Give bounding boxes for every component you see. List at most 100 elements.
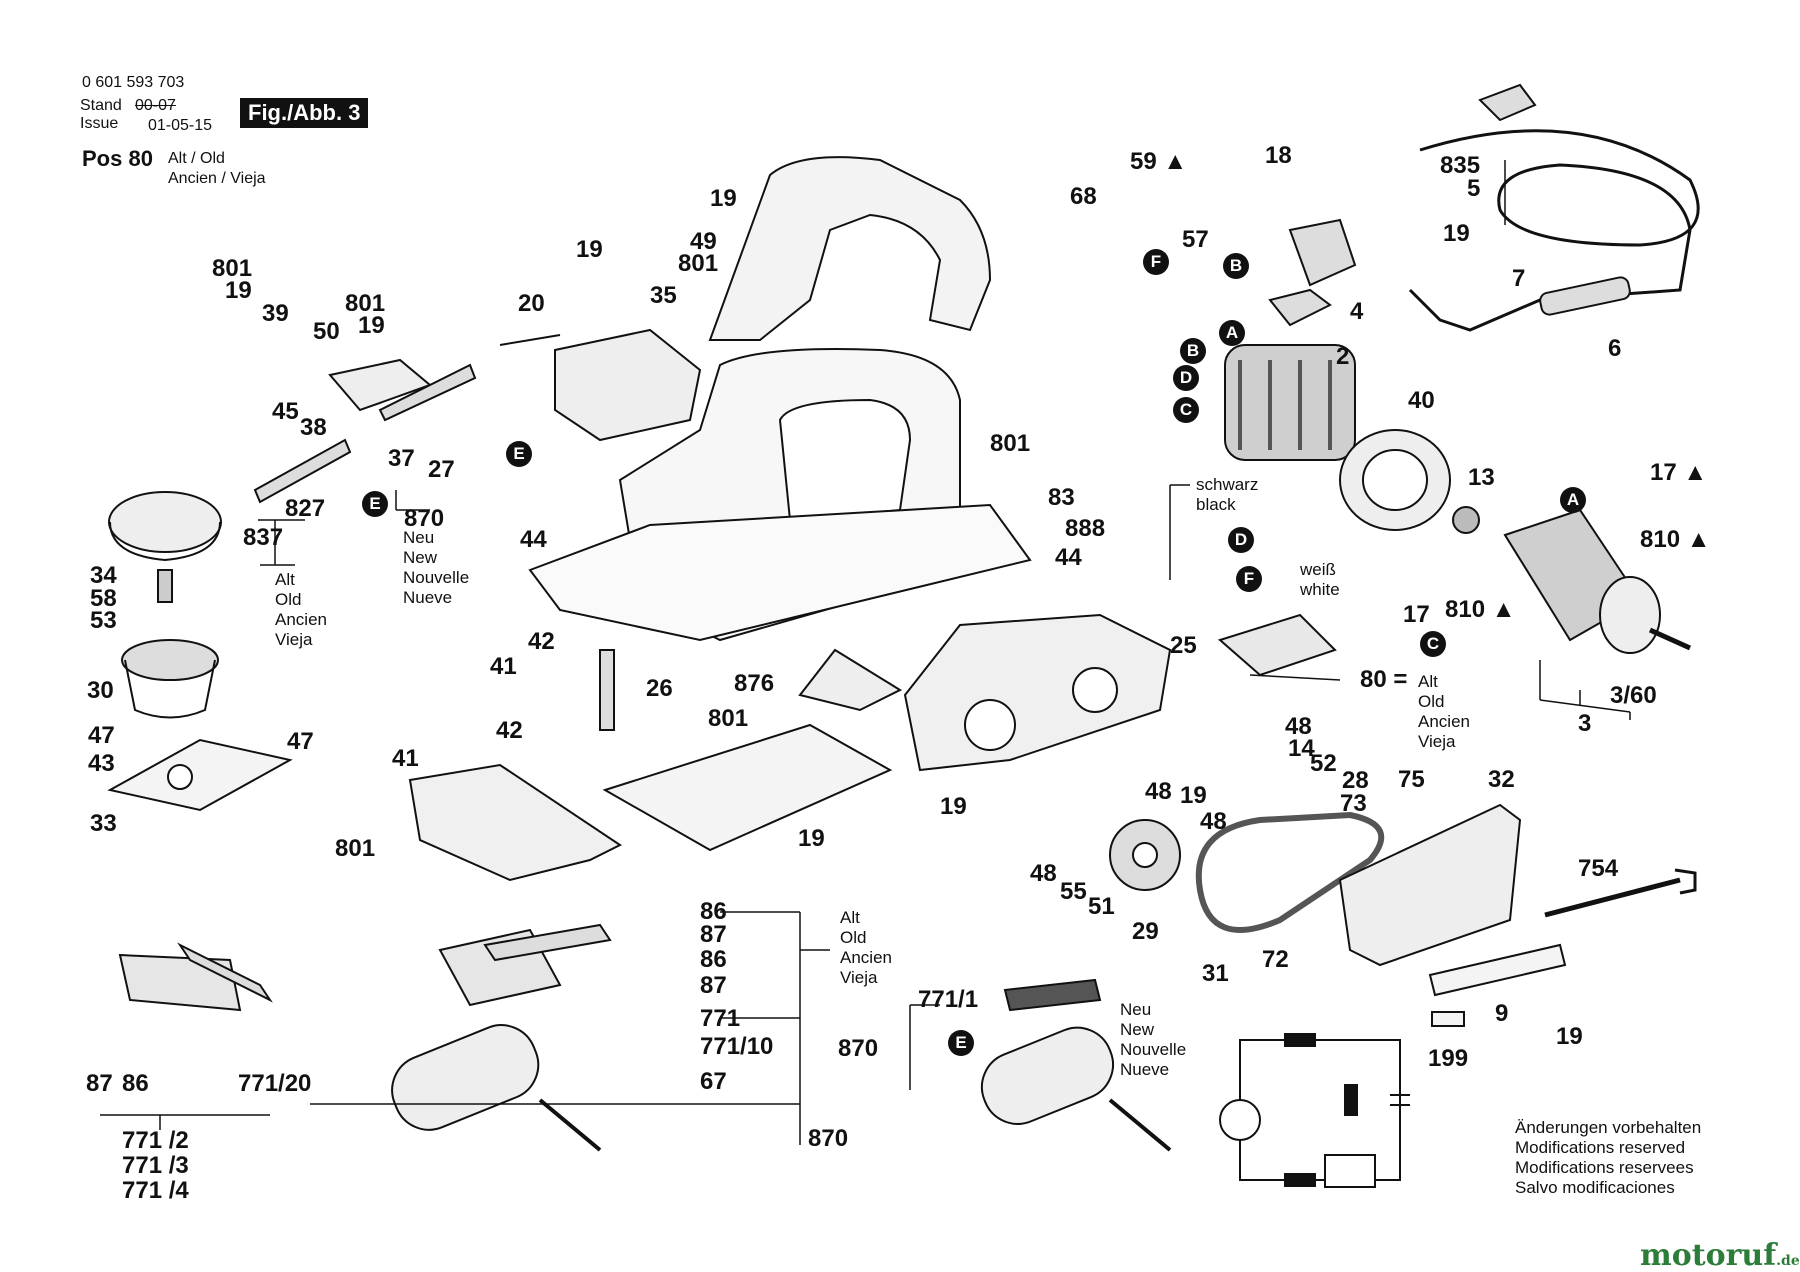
- callout-20: 20: [518, 290, 545, 317]
- sole-plate-801: [602, 723, 893, 852]
- strain-relief-6: [1539, 276, 1631, 316]
- callout-3-60: 3/60: [1610, 682, 1657, 709]
- pos-note-2: Ancien / Vieja: [168, 170, 266, 187]
- callout-771-3: 771 /3: [122, 1152, 189, 1179]
- issue-date: 01-05-15: [148, 117, 213, 134]
- blade-771-10: [483, 923, 612, 962]
- callout-39: 39: [262, 300, 289, 327]
- belt-31: [1195, 811, 1385, 933]
- callout-73: 73: [1340, 790, 1367, 817]
- callout-38: 38: [300, 414, 327, 441]
- part-number: 0 601 593 703: [82, 74, 185, 91]
- pos-label: Pos 80: [82, 146, 153, 171]
- callout-835: 835: [1440, 152, 1481, 179]
- blade-holder-771-20: [118, 953, 242, 1012]
- callout-199: 199: [1428, 1045, 1469, 1072]
- knob-34: [108, 491, 222, 553]
- badge-d: D: [1173, 365, 1199, 391]
- pin-26: [599, 649, 615, 731]
- callout-58: 58: [90, 585, 117, 612]
- callout-34: 34: [90, 562, 117, 589]
- power-cable: [1408, 129, 1700, 332]
- cutter-drum-870a: [391, 1024, 540, 1131]
- callout-19: 19: [710, 185, 737, 212]
- callout-52: 52: [1310, 750, 1337, 777]
- housing-window: [778, 398, 912, 522]
- callout-50: 50: [313, 318, 340, 345]
- callout-810: 810 ▲: [1640, 526, 1711, 553]
- callout-801: 801: [708, 705, 749, 732]
- callout-17: 17 ▲: [1650, 459, 1708, 486]
- callout-59: 59 ▲: [1130, 148, 1188, 175]
- callout-42: 42: [496, 717, 523, 744]
- callout-801: 801: [335, 835, 376, 862]
- callout-44: 44: [520, 526, 547, 553]
- callout-771-20: 771/20: [238, 1070, 312, 1097]
- callout-771-2: 771 /2: [122, 1127, 189, 1154]
- callout-45: 45: [272, 398, 299, 425]
- label-199: [1431, 1011, 1465, 1027]
- issue-label: Issue: [80, 115, 119, 132]
- badge-f: F: [1236, 566, 1262, 592]
- handle-part: [708, 156, 992, 341]
- callout-53: 53: [90, 607, 117, 634]
- badge-d: D: [1228, 527, 1254, 553]
- callout-67: 67: [700, 1068, 727, 1095]
- old-date: 00-07: [135, 97, 176, 114]
- belt-cover-32: [1338, 803, 1522, 967]
- shoe-801: [408, 763, 622, 882]
- pos-note-1: Alt / Old: [168, 150, 225, 167]
- callout-5: 5: [1467, 175, 1481, 202]
- callout-75: 75: [1398, 766, 1425, 793]
- stand-label: Stand: [80, 97, 122, 114]
- callout-19: 19: [1443, 220, 1470, 247]
- housing-hole-1: [964, 699, 1016, 751]
- callout-870: 870: [838, 1035, 879, 1062]
- callout-48: 48: [1030, 860, 1057, 887]
- callout-810: 810 ▲: [1445, 596, 1516, 623]
- brush-plate-80: [1217, 613, 1337, 677]
- armature-fan: [1599, 576, 1661, 654]
- callout-19: 19: [1556, 1023, 1583, 1050]
- badge-b: B: [1180, 338, 1206, 364]
- callout-86: 86: [700, 898, 727, 925]
- callout-19: 19: [798, 825, 825, 852]
- cutter-drum-870b: [980, 1026, 1114, 1125]
- wrench-754: [1544, 877, 1681, 918]
- callout-68: 68: [1070, 183, 1097, 210]
- callout-86: 86: [700, 946, 727, 973]
- callout-19: 19: [576, 236, 603, 263]
- gear-housing-25: [903, 613, 1172, 772]
- callout-17: 17: [1403, 601, 1430, 628]
- callout-771: 771: [700, 1005, 741, 1032]
- guard-876: [798, 648, 903, 712]
- callout-13: 13: [1468, 464, 1495, 491]
- ring-40-inner: [1362, 449, 1428, 511]
- callout-37: 37: [388, 445, 415, 472]
- callout-2: 2: [1336, 343, 1350, 370]
- scale-plate-33: [107, 738, 293, 812]
- plate-37: [378, 363, 477, 422]
- callout-40: 40: [1408, 387, 1435, 414]
- callout-827: 827: [285, 495, 326, 522]
- callout-771-1: 771/1: [918, 986, 979, 1013]
- callout-837: 837: [243, 524, 284, 551]
- callout-35: 35: [650, 282, 677, 309]
- plug: [1478, 83, 1537, 122]
- callout-19: 19: [940, 793, 967, 820]
- callout-33: 33: [90, 810, 117, 837]
- callout-801: 801: [678, 250, 719, 277]
- badge-c: C: [1173, 397, 1199, 423]
- callout-870: 870: [808, 1125, 849, 1152]
- depth-knob-30: [121, 639, 219, 681]
- leader-lines: [100, 160, 1631, 1145]
- callout-47: 47: [88, 722, 115, 749]
